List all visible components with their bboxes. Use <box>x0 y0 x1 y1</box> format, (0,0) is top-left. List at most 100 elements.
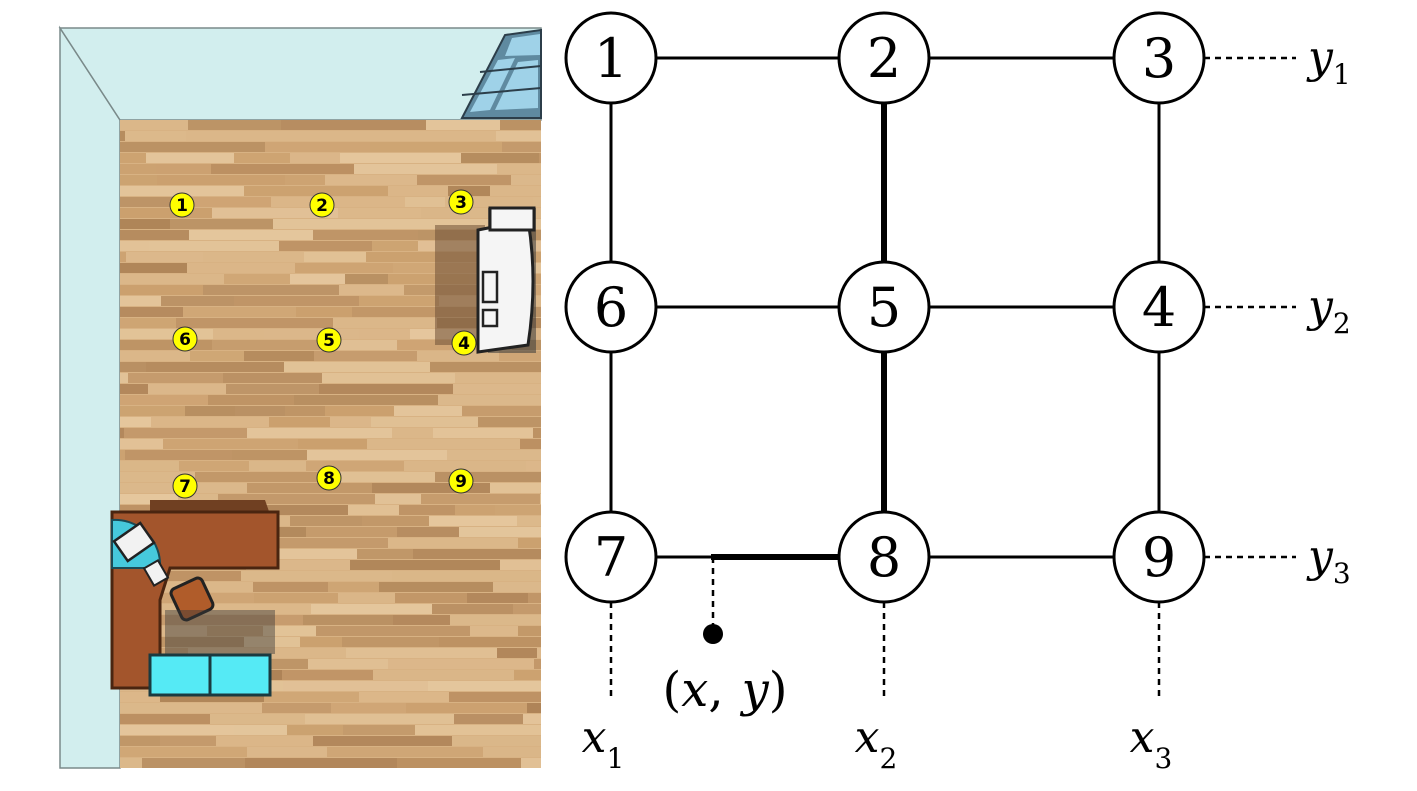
floor-plank <box>120 472 195 482</box>
floor-plank <box>120 263 187 273</box>
floor-plank <box>340 153 461 163</box>
floor-plank <box>126 252 203 262</box>
floor-plank <box>241 571 392 581</box>
graph-node-label: 5 <box>867 276 901 339</box>
floor-plank <box>185 406 235 416</box>
floor-plank <box>399 505 455 515</box>
floor-plank <box>335 472 435 482</box>
floor-plank <box>287 725 343 735</box>
floor-plank <box>290 274 345 284</box>
floor-marker-label: 8 <box>323 469 335 489</box>
floor-plank <box>120 703 210 713</box>
floor-plank <box>124 428 247 438</box>
floor-plank <box>453 384 541 394</box>
graph-node-label: 7 <box>594 526 628 589</box>
floor-plank <box>120 494 178 504</box>
floor-plank <box>246 560 350 570</box>
floor-plank <box>161 296 234 306</box>
floor-marker: 2 <box>309 192 335 218</box>
floor-plank <box>153 637 244 647</box>
floor-plank <box>138 769 262 779</box>
floor-plank <box>160 692 264 702</box>
floor-marker-label: 2 <box>316 196 328 216</box>
floor-plank <box>225 549 357 559</box>
graph-node-label: 4 <box>1142 276 1176 339</box>
floor-plank <box>284 362 430 372</box>
floor-plank <box>493 582 541 592</box>
floor-plank <box>394 406 462 416</box>
query-point-label: (x,y) <box>663 662 788 718</box>
floor-plank <box>149 241 279 251</box>
floor-marker-circle <box>448 189 474 215</box>
floor-plank <box>300 637 342 647</box>
floor-plank <box>359 692 449 702</box>
floor-plank <box>211 164 354 174</box>
floor-plank <box>406 703 527 713</box>
floor-plank <box>265 142 370 152</box>
floor-plank <box>372 483 490 493</box>
graph-node-circle <box>1112 11 1206 105</box>
floor-plank <box>120 186 244 196</box>
floor-plank <box>183 307 296 317</box>
floor-marker: 1 <box>169 192 195 218</box>
floor-plank <box>203 285 339 295</box>
graph-node-label: 3 <box>1142 27 1176 90</box>
floor-plank <box>311 604 432 614</box>
floor-plank <box>354 164 497 174</box>
floor-plank <box>373 670 514 680</box>
floor-plank <box>362 516 429 526</box>
floor-plank <box>188 648 346 658</box>
floor-marker-circle <box>172 326 198 352</box>
floor-plank <box>271 197 405 207</box>
floor-plank <box>146 362 284 372</box>
floor-plank <box>500 120 541 130</box>
floor-plank <box>130 318 176 328</box>
floor-plank <box>421 494 540 504</box>
floor-plank <box>125 450 232 460</box>
graph-node-circle <box>837 510 931 604</box>
floor-plank <box>438 395 541 405</box>
floor-plank <box>421 208 470 218</box>
graph-node: 7 <box>564 510 658 604</box>
floor-plank <box>388 274 469 284</box>
floor-plank <box>455 505 495 515</box>
graph-node-label: 8 <box>867 526 901 589</box>
floor-marker: 3 <box>448 189 474 215</box>
floor-plank <box>283 681 428 691</box>
floor-plank <box>357 549 413 559</box>
floor-plank <box>339 285 404 295</box>
floor-plank <box>264 692 359 702</box>
floor-plank <box>254 593 338 603</box>
floor-plank <box>521 758 541 768</box>
floor-plank <box>478 417 541 427</box>
floor-plank <box>350 560 500 570</box>
floor-plank <box>151 417 269 427</box>
floor-plank <box>533 428 541 438</box>
floor-plank <box>212 208 338 218</box>
floor-plank <box>191 604 311 614</box>
floor-plank <box>342 131 496 141</box>
x-axis-label: x3 <box>1130 712 1173 775</box>
y-axis-label: y3 <box>1306 531 1351 590</box>
floor-plank <box>305 714 454 724</box>
floor-plank <box>207 626 263 636</box>
floor-plank <box>294 395 438 405</box>
graph-node: 3 <box>1112 11 1206 105</box>
floor-marker-circle <box>309 192 335 218</box>
floor-plank <box>120 197 189 207</box>
floor-plank <box>461 153 539 163</box>
floor-plank <box>290 153 340 163</box>
floor-plank <box>518 538 541 548</box>
floor-plank <box>189 197 271 207</box>
graph-node: 4 <box>1112 260 1206 354</box>
floor-plank <box>426 120 500 130</box>
floor-plank <box>483 747 541 757</box>
floor-plank <box>325 175 417 185</box>
floor-plank <box>439 637 541 647</box>
floor-plank <box>313 230 418 240</box>
floor-plank <box>388 538 518 548</box>
floor-marker-circle <box>316 327 342 353</box>
graph-node: 8 <box>837 510 931 604</box>
floor-plank <box>203 252 304 262</box>
